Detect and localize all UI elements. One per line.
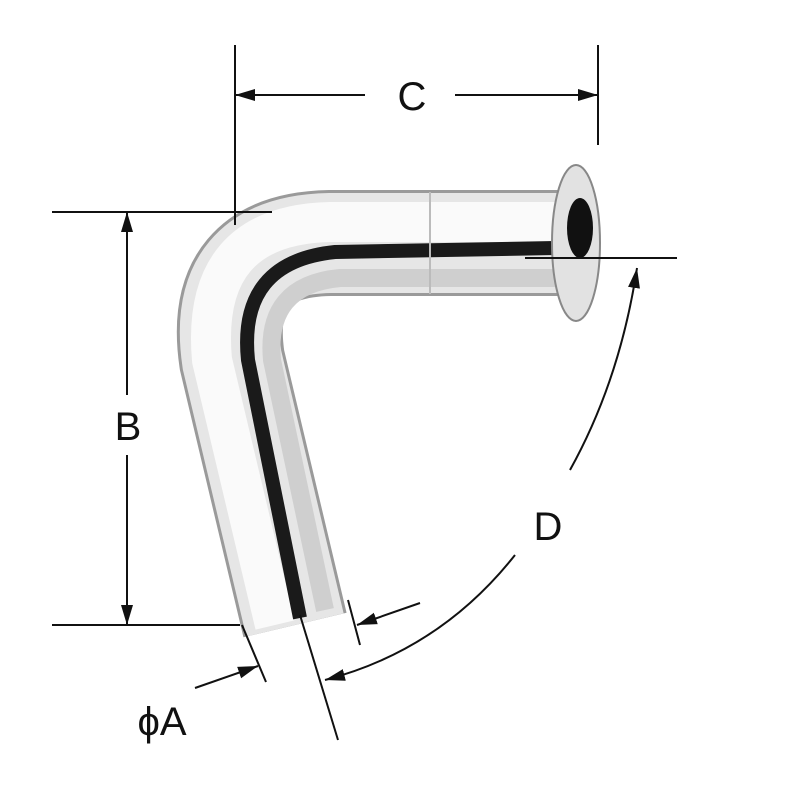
label-c: C: [398, 75, 427, 119]
dimension-c: C: [234, 45, 599, 225]
label-b: B: [115, 405, 142, 449]
label-d: D: [534, 505, 563, 549]
dimension-b: B: [52, 211, 272, 626]
dimension-a: ϕA: [137, 624, 267, 744]
pipe-elbow: [176, 190, 560, 638]
pipe-flange: [551, 164, 601, 322]
label-phi-a: ϕA: [137, 700, 186, 744]
dimension-d: D: [299, 257, 677, 741]
